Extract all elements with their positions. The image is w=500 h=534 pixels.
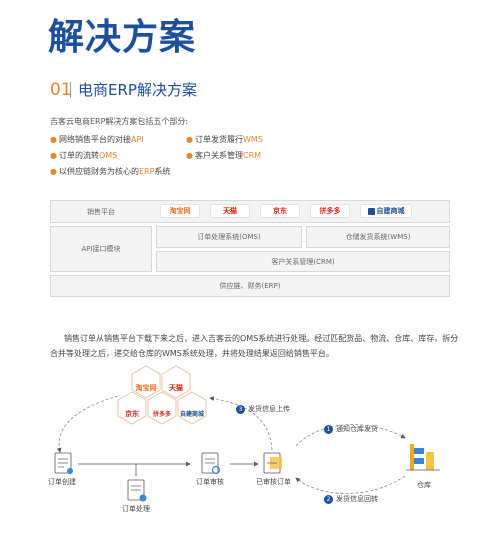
bullet-api: ●网络销售平台的对接API [50, 135, 144, 144]
hex-taobao [131, 365, 161, 399]
platform-jd: 京东 [260, 204, 300, 218]
platform-pdd: 拼多多 [310, 204, 350, 218]
step3-number-icon: 3 [236, 404, 245, 414]
bullet-dot-icon: ● [50, 167, 57, 176]
hex-taobao-label: 淘宝网 [135, 384, 157, 392]
order-process-icon [127, 479, 147, 502]
bullet-wms: ●订单发货履行WMS [186, 135, 263, 144]
flow-arrow-notify-warehouse [295, 424, 406, 447]
order-review-label: 订单审核 [196, 478, 224, 486]
order-reviewed-icon [263, 452, 282, 474]
sales-platform-row: 销售平台 [50, 200, 450, 223]
bullet-dot-icon: ● [50, 151, 57, 160]
sales-platform-label: 销售平台 [87, 207, 115, 216]
hex-jd [117, 391, 147, 425]
erp-box: 供应链、财务(ERP) [50, 275, 450, 297]
intro-text: 吉客云电商ERP解决方案包括五个部分: [50, 117, 189, 126]
section-title: 电商ERP解决方案 [78, 81, 197, 99]
hex-pdd [147, 391, 177, 425]
bullet-dot-icon: ● [186, 135, 193, 144]
order-process-label: 订单处理 [122, 505, 150, 513]
flow-arrow-reviewed-to-platform [209, 396, 273, 451]
bullet-oms: ●订单的流转OMS [50, 151, 118, 160]
api-module-box: API接口模块 [50, 226, 152, 272]
flow-arrow-shipping-return [295, 475, 406, 494]
bullet-erp: ●以供应链财务为核心的ERP系统 [50, 167, 171, 176]
store-icon [367, 207, 375, 215]
hex-jd-label: 京东 [125, 410, 139, 418]
order-review-icon [201, 452, 221, 475]
order-reviewed-label: 已审核订单 [256, 478, 291, 486]
hex-selfmall [177, 391, 207, 425]
platform-tmall: 天猫 [210, 204, 250, 218]
bullet-dot-icon: ● [186, 151, 193, 160]
order-flow-diagram [54, 365, 440, 502]
hex-tmall [161, 365, 191, 399]
oms-box: 订单处理系统(OMS) [156, 226, 302, 248]
hex-pdd-label: 拼多多 [152, 411, 171, 418]
section-number: 01 [50, 80, 72, 100]
description-paragraph: 销售订单从销售平台下载下来之后，进入吉客云的OMS系统进行处理。经过匹配货品、物… [50, 334, 459, 358]
platform-selfmall: 自建商城 [360, 204, 412, 218]
bullet-dot-icon: ● [50, 135, 57, 144]
warehouse-icon [406, 444, 440, 471]
warehouse-label: 仓库 [417, 481, 431, 489]
step2-number-icon: 2 [324, 494, 333, 504]
bullet-crm: ●客户关系管理CRM [186, 151, 262, 160]
order-create-icon [54, 452, 73, 474]
flow-arrow-platform-to-create [56, 395, 119, 453]
order-create-label: 订单创建 [48, 478, 76, 486]
step1-number-icon: 1 [324, 424, 333, 434]
platform-taobao: 淘宝网 [160, 204, 200, 218]
hex-tmall-label: 天猫 [169, 384, 183, 392]
hex-selfmall-label: 自建商城 [179, 411, 204, 418]
wms-box: 仓储发货系统(WMS) [306, 226, 450, 248]
section-divider [70, 82, 71, 98]
crm-box: 客户关系管理(CRM) [156, 251, 450, 272]
page-title: 解决方案 [48, 17, 197, 58]
